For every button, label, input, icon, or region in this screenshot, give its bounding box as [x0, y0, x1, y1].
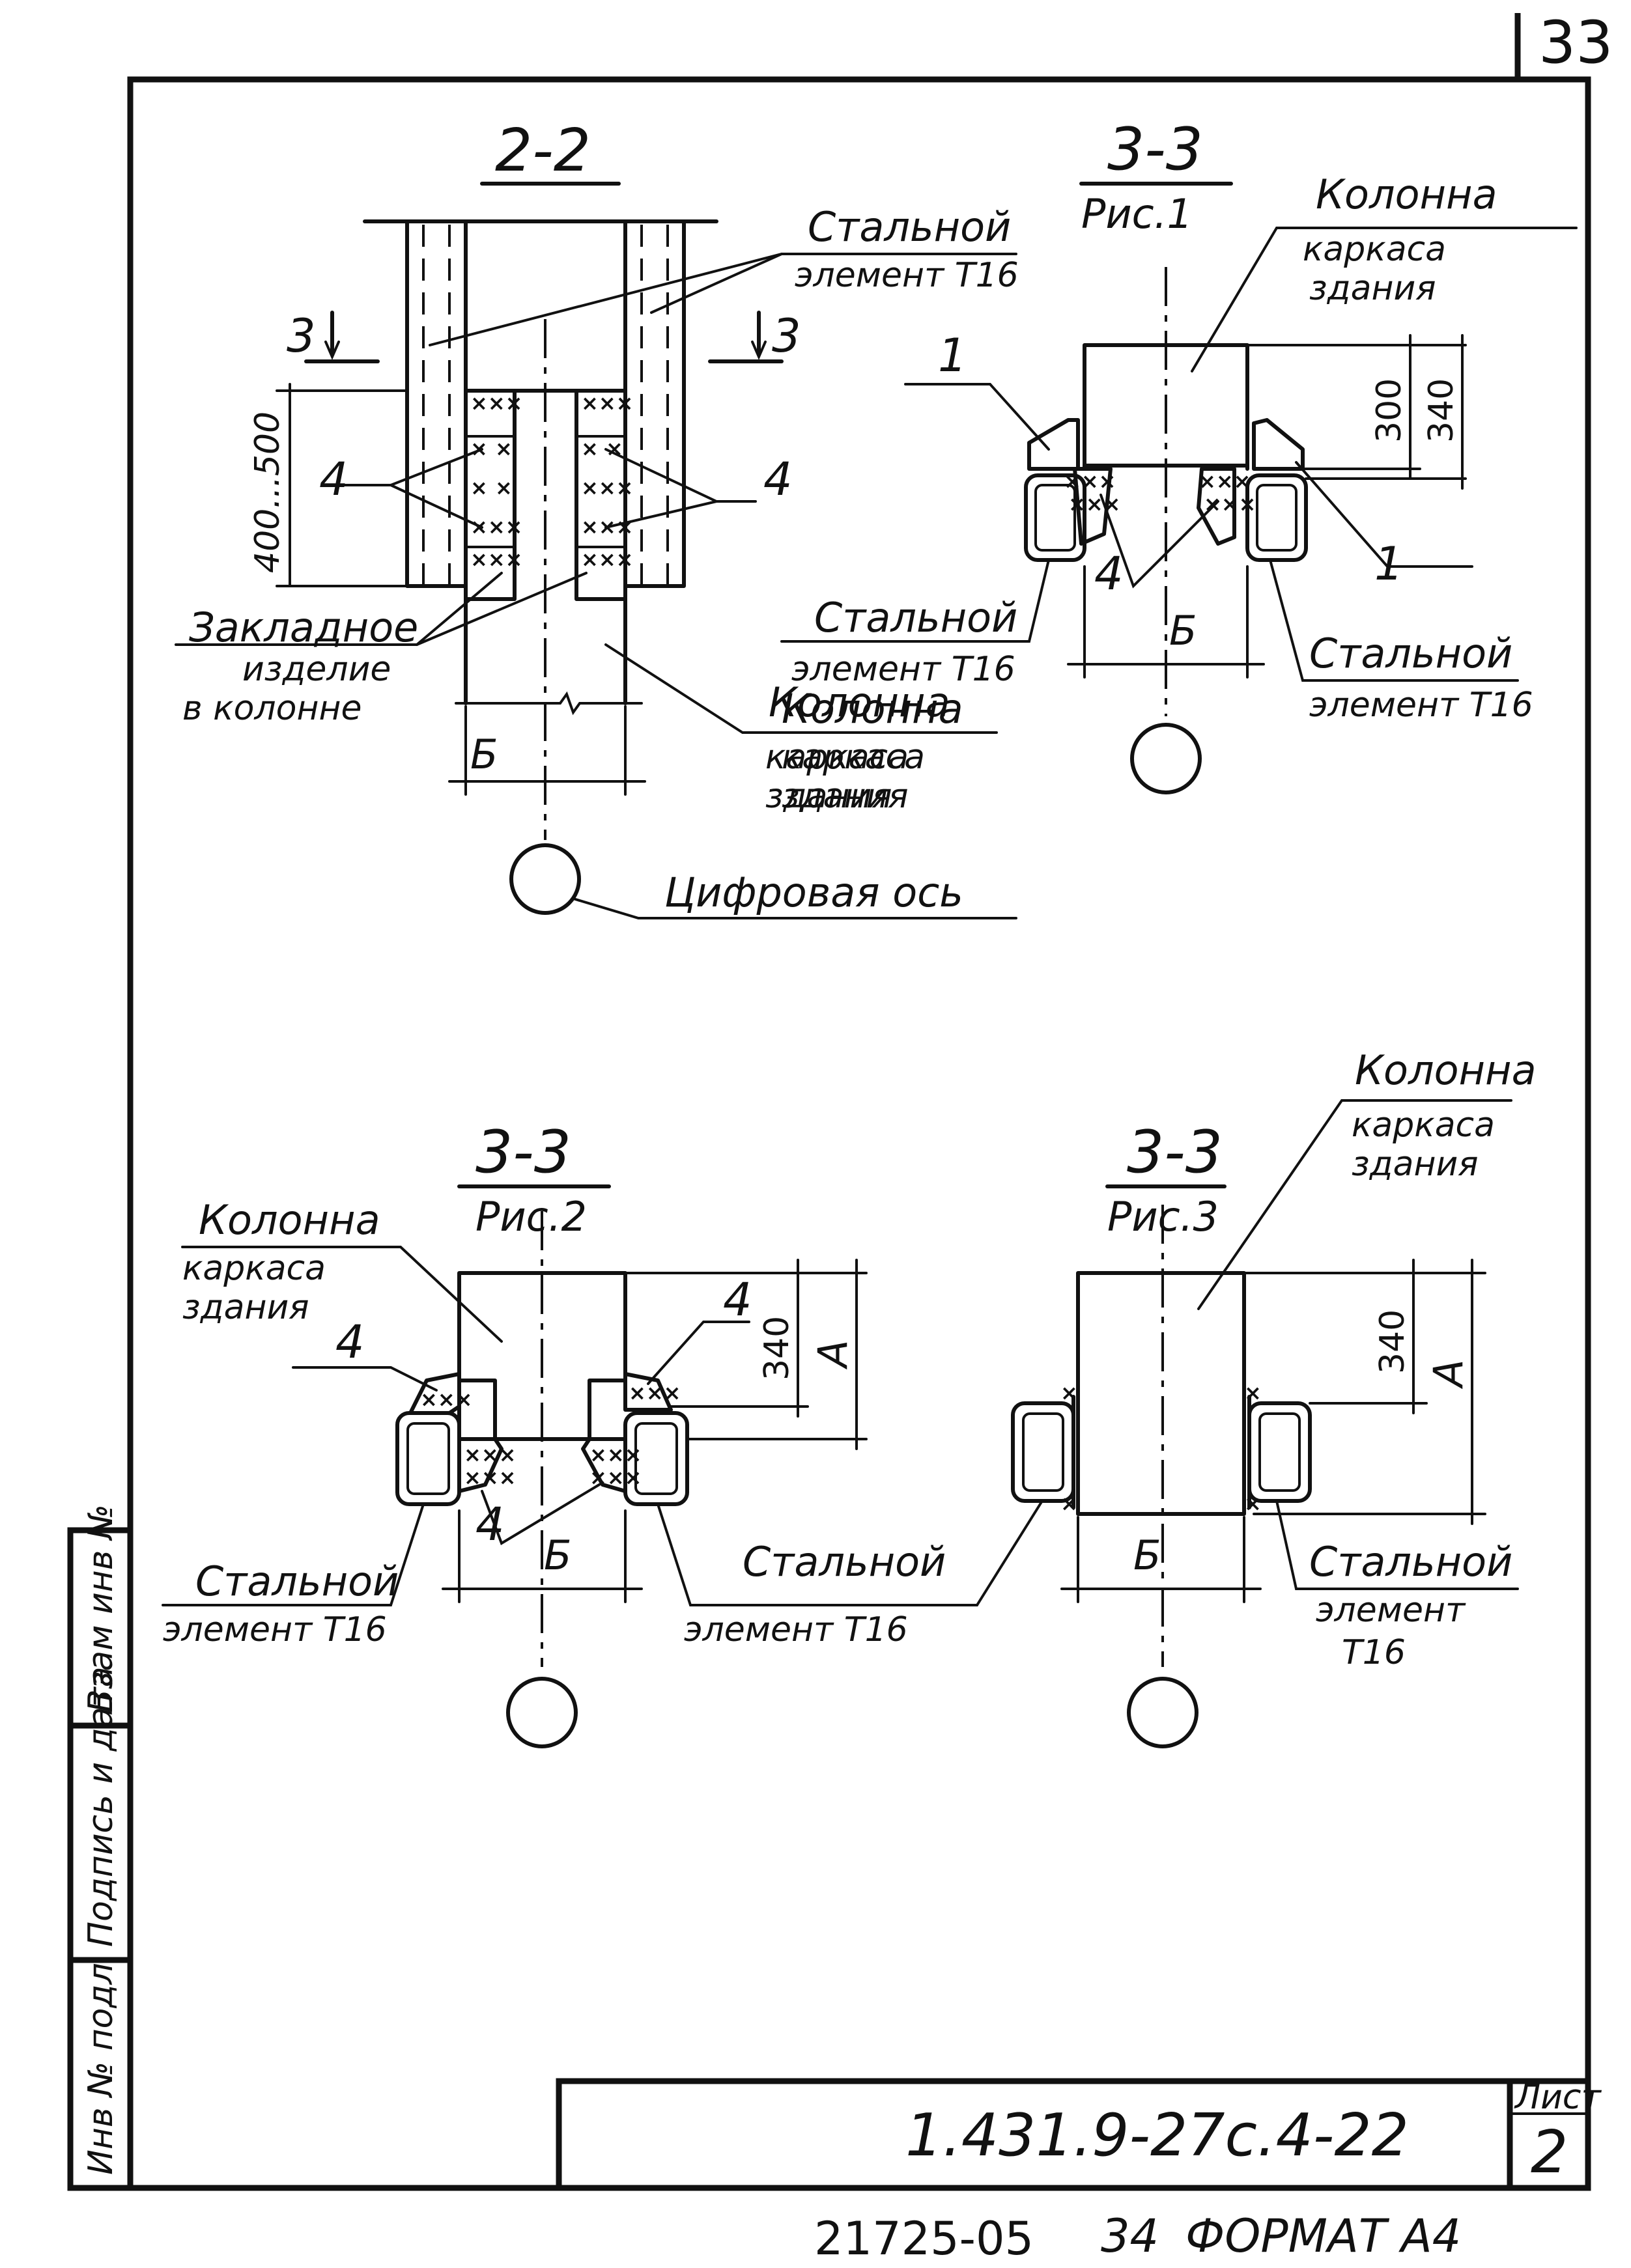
fig3-dim-b: Б — [1133, 1532, 1161, 1579]
fig1-dim-300: 300 — [1370, 378, 1409, 443]
v22-embed-label-1: Закладное — [189, 604, 418, 651]
fig2-mark-4-right: 4 — [723, 1273, 752, 1326]
sheet-frame: 33 — [127, 8, 1613, 2191]
fig3-dim-a: А — [1425, 1360, 1472, 1390]
svg-text:×: × — [1060, 1380, 1078, 1405]
fig1-title: 3-3 — [1107, 115, 1203, 184]
fig3-column-label-2: каркаса — [1352, 1106, 1495, 1145]
svg-text:×××: ××× — [581, 391, 633, 415]
fig1-steel-left-2: элемент Т16 — [791, 650, 1015, 689]
svg-text:×××: ××× — [589, 1442, 642, 1467]
section-mark-right: 3 — [772, 309, 801, 363]
fig2-column-label-3: здания — [182, 1288, 309, 1327]
view-2-2-title: 2-2 — [495, 117, 591, 185]
v22-column-label-2: каркаса — [765, 738, 909, 777]
stamp-cell-inv-podl: Инв № подл — [81, 1963, 121, 2175]
svg-text:×××: ××× — [1198, 469, 1251, 494]
fig2-steel-right-2: элемент Т16 — [684, 1610, 908, 1649]
svg-text:×××: ××× — [464, 1465, 516, 1490]
fig1-dim-b: Б — [1169, 607, 1197, 654]
stamp-cell-signature-date: Подпись и дата — [81, 1666, 121, 1947]
axis-label: Цифровая ось — [664, 869, 963, 916]
fig2-subtitle: Рис.2 — [475, 1193, 587, 1240]
fig1-mark-1-right: 1 — [1374, 537, 1404, 591]
fig1-column-label-1: Колонна — [1316, 171, 1497, 218]
fig3-column-label-1: Колонна — [1355, 1046, 1537, 1094]
svg-text:×: × — [1060, 1491, 1078, 1516]
svg-text:×××: ××× — [464, 1442, 516, 1467]
svg-text:× ×: × × — [470, 436, 513, 461]
fig3-title: 3-3 — [1127, 1118, 1223, 1186]
fig1-mark-1-left: 1 — [938, 329, 967, 382]
svg-text:× ×: × × — [470, 475, 513, 500]
v22-steel-label-1: Стальной — [808, 203, 1011, 251]
section-mark-left: 3 — [287, 309, 316, 363]
fig2-title: 3-3 — [475, 1118, 571, 1186]
fig3-steel-label-1: Стальной — [1309, 1538, 1512, 1586]
fig1-mark-4: 4 — [1094, 547, 1124, 600]
mark-4-right: 4 — [763, 453, 793, 506]
fig1-column-b-3: здания — [782, 777, 909, 816]
svg-text:×××: ××× — [470, 547, 522, 572]
fig2-steel-right-1: Стальной — [743, 1538, 946, 1586]
fig3-column-label-3: здания — [1352, 1145, 1479, 1184]
list-number: 2 — [1531, 2118, 1568, 2187]
fig1-steel-right-2: элемент Т16 — [1309, 686, 1533, 725]
view-2-2: 2-2 ××× × × × × ××× ××× ××× × × ××× ××× … — [175, 117, 1019, 919]
v22-column-label-1: Колонна — [769, 679, 950, 726]
list-label: Лист — [1514, 2078, 1602, 2117]
fig1-column-label-2: каркаса — [1303, 230, 1446, 269]
fig1-steel-right-1: Стальной — [1309, 630, 1512, 677]
view-3-3-fig1: 3-3 Рис.1 ××× ××× ××× ××× 300 340 1 1 — [780, 115, 1578, 816]
doc-code: 1.431.9-27с.4-22 — [905, 2101, 1409, 2170]
bottom-note-format: ФОРМАТ А4 — [1185, 2209, 1461, 2263]
svg-text:×××: ××× — [581, 547, 633, 572]
bottom-note-code: 21725-05 — [814, 2212, 1034, 2265]
v22-steel-label-2: элемент Т16 — [795, 256, 1019, 295]
bottom-note-number: 34 — [1101, 2209, 1159, 2263]
svg-text:×: × — [1244, 1380, 1262, 1405]
fig2-steel-left-2: элемент Т16 — [163, 1610, 387, 1649]
v22-column-label-3: здания — [765, 777, 892, 816]
fig3-steel-label-3: Т16 — [1342, 1633, 1406, 1672]
fig1-column-b-2: каркаса — [782, 738, 925, 777]
svg-text:× ×: × × — [581, 436, 623, 461]
stamp-cell-vzam-inv: Взам инв № — [81, 1504, 121, 1713]
fig2-mark-4-bottom: 4 — [475, 1498, 505, 1551]
fig3-steel-label-2: элемент — [1316, 1591, 1466, 1630]
fig3-dim-340: 340 — [1373, 1309, 1412, 1374]
fig1-column-label-3: здания — [1309, 269, 1436, 308]
v22-embed-label-2: изделие — [242, 650, 391, 689]
fig2-mark-4-left: 4 — [335, 1315, 365, 1369]
v22-embed-label-3: в колонне — [182, 689, 362, 728]
fig1-subtitle: Рис.1 — [1081, 190, 1193, 238]
svg-text:×××: ××× — [581, 475, 633, 500]
title-block: 1.431.9-27с.4-22 Лист 2 — [556, 2078, 1602, 2191]
fig1-column-b-1: Колонна — [782, 685, 963, 733]
bottom-note: 21725-05 34 ФОРМАТ А4 — [814, 2209, 1461, 2265]
view-3-3-fig2: 3-3 Рис.2 ××× ××× ××× ××× ××× ××× 340 А — [162, 1118, 978, 1748]
svg-text:×××: ××× — [1068, 492, 1120, 516]
page-number: 33 — [1539, 8, 1613, 77]
side-stamp: Инв № подл Подпись и дата Взам инв № — [67, 1504, 134, 2191]
svg-text:×××: ××× — [1064, 469, 1116, 494]
fig2-dim-a: А — [809, 1340, 857, 1370]
mark-4-left: 4 — [319, 453, 348, 506]
svg-text:×××: ××× — [420, 1387, 472, 1412]
fig2-column-label-1: Колонна — [199, 1196, 380, 1244]
fig1-steel-left-1: Стальной — [814, 594, 1017, 641]
fig2-dim-340: 340 — [758, 1316, 797, 1380]
svg-text:×××: ××× — [629, 1380, 681, 1405]
fig2-column-label-2: каркаса — [182, 1249, 326, 1288]
svg-text:×××: ××× — [470, 391, 522, 415]
fig2-dim-b: Б — [544, 1532, 572, 1579]
fig1-dim-340: 340 — [1422, 378, 1461, 443]
fig2-steel-left-1: Стальной — [195, 1558, 399, 1605]
dim-range: 400...500 — [248, 412, 287, 573]
v22-dim-b: Б — [470, 731, 498, 778]
view-3-3-fig3: 3-3 Рис.3 × × × × 340 А Колонна каркаса … — [976, 1046, 1537, 1748]
